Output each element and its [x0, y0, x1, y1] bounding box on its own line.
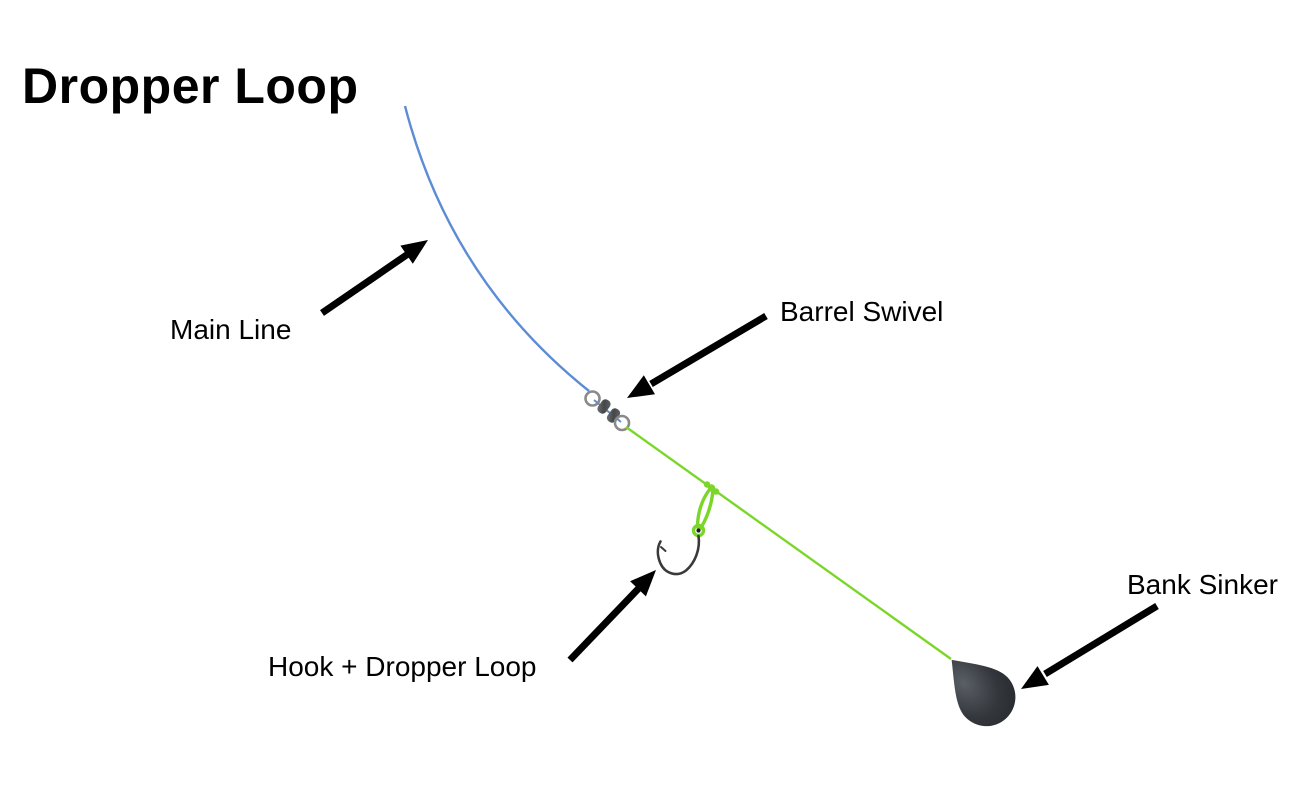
dropper-loop-knot: [691, 481, 720, 538]
barrel-swivel: [584, 390, 631, 432]
hook-bend: [656, 534, 701, 576]
main-line-label: Main Line: [170, 314, 292, 345]
hook-eye-center: [696, 528, 701, 533]
page-title: Dropper Loop: [22, 57, 359, 114]
arrow-shaft: [320, 251, 410, 316]
barrel-swivel-arrow: [627, 312, 768, 398]
arrow-shaft: [567, 584, 643, 663]
barrel-swivel-label: Barrel Swivel: [780, 296, 944, 327]
arrow-head: [400, 240, 428, 264]
loop-strand-left: [695, 487, 712, 529]
main-line-arrow: [320, 240, 428, 316]
arrow-shaft: [1043, 603, 1159, 677]
swivel-bottom-ring: [613, 414, 631, 432]
arrow-head: [1021, 666, 1049, 689]
bank-sinker-label: Bank Sinker: [1127, 569, 1278, 600]
arrow-head: [627, 375, 655, 398]
swivel-barrel-upper: [597, 399, 611, 414]
arrow-shaft: [649, 312, 768, 388]
arrow-head: [630, 570, 656, 597]
swivel-top-ring: [584, 390, 601, 407]
hook-dropper-loop-arrow: [567, 570, 656, 663]
bank-sinker-arrow: [1021, 603, 1159, 689]
main-line: [403, 105, 590, 392]
leader-line: [625, 426, 952, 660]
hook: [656, 534, 701, 576]
hook-barb: [660, 546, 667, 552]
hook-dropper-loop-label: Hook + Dropper Loop: [268, 651, 537, 682]
swivel-barrel-lower: [606, 408, 621, 423]
bank-sinker: [951, 659, 1016, 727]
